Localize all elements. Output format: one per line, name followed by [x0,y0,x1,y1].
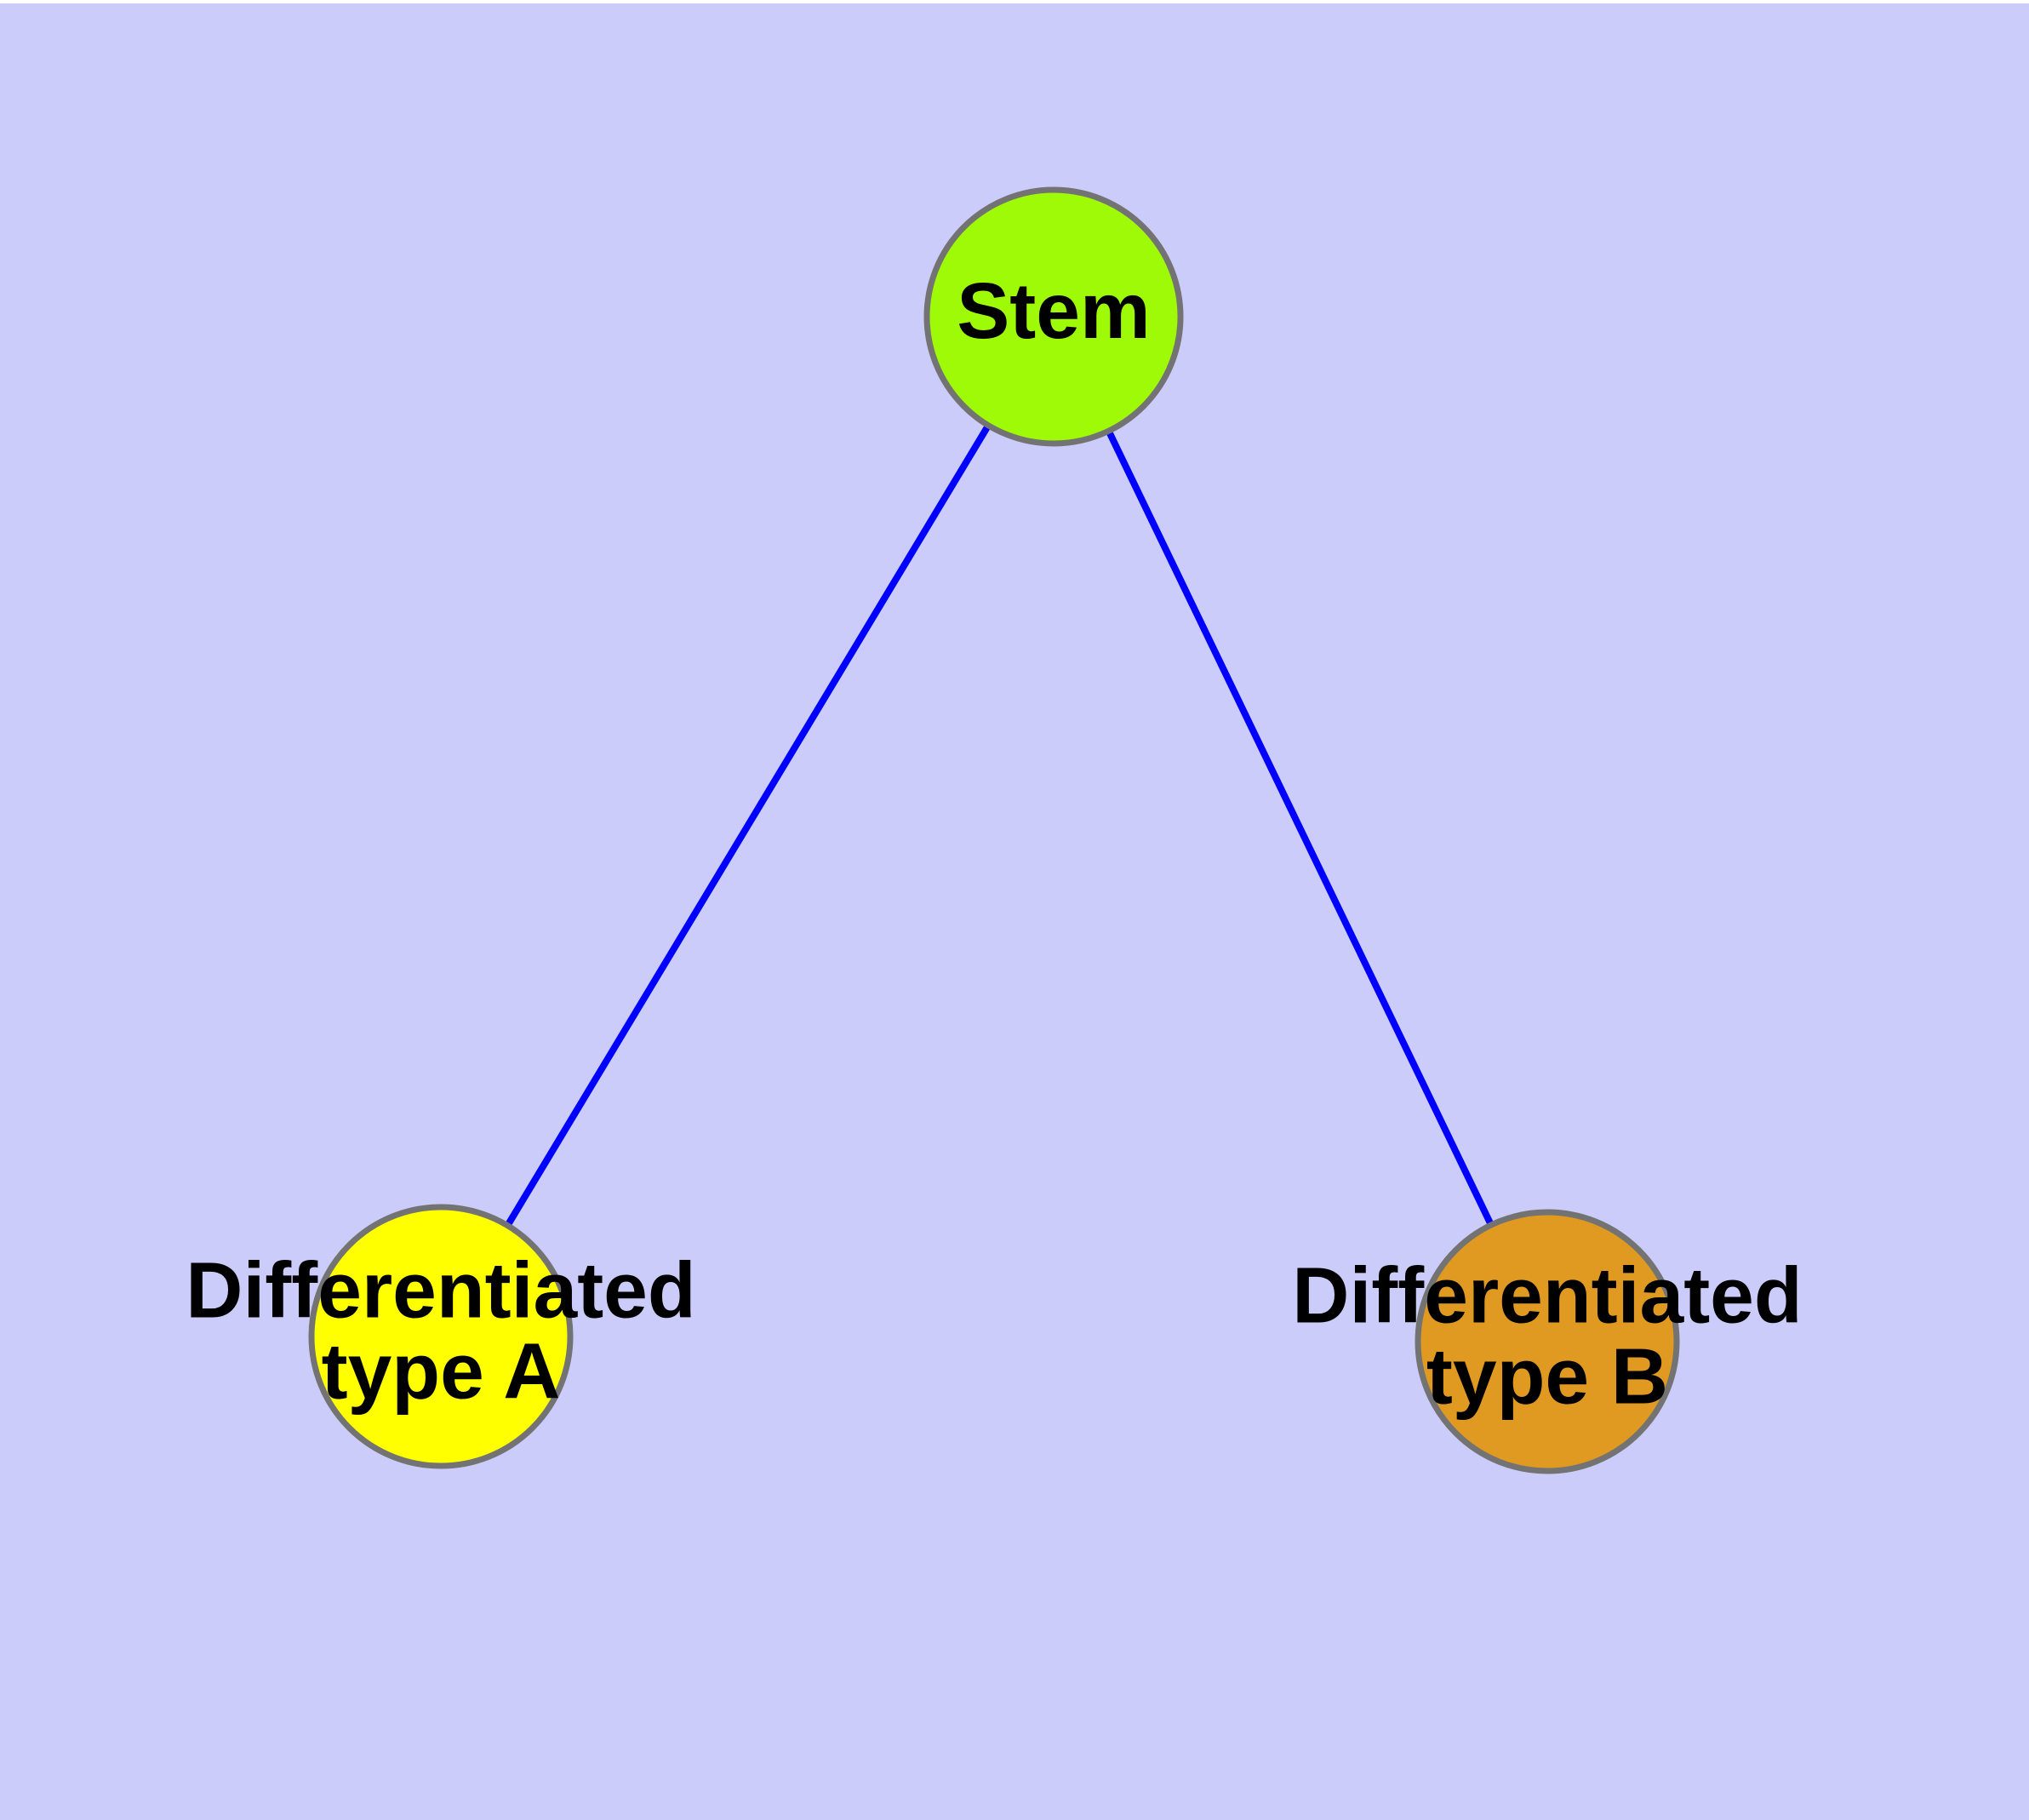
node-label-line: Stem [957,266,1150,355]
node-label-line: type B [1426,1331,1668,1420]
node-differentiated-type-b[interactable] [1415,1209,1680,1474]
node-label-line: Differentiated [186,1245,695,1334]
node-circle-stem[interactable] [923,186,1184,447]
node-layer [308,186,1680,1474]
edge-stem-to-differentiated-type-a[interactable] [437,314,1057,1339]
node-circle-differentiated-type-b[interactable] [1415,1209,1680,1474]
node-label-stem: Stem [957,266,1150,355]
node-label-line: Differentiated [1292,1251,1802,1339]
node-stem[interactable] [923,186,1184,447]
node-circle-differentiated-type-a[interactable] [308,1204,574,1469]
node-label-line: type A [322,1326,561,1415]
node-differentiated-type-a[interactable] [308,1204,574,1469]
edge-layer [437,314,1551,1343]
edge-stem-to-differentiated-type-b[interactable] [1050,315,1551,1343]
